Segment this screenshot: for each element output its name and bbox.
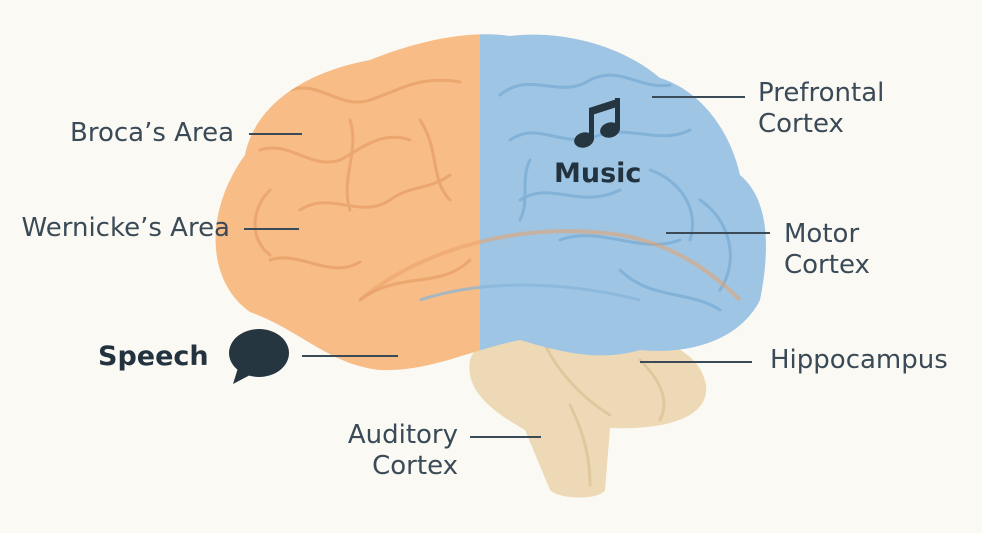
- label-motor-cortex-line2: Cortex: [784, 250, 870, 280]
- label-auditory-cortex: Auditory Cortex: [300, 420, 458, 482]
- label-speech: Speech: [98, 341, 209, 372]
- label-hippocampus: Hippocampus: [770, 345, 948, 375]
- label-brocas-area: Broca’s Area: [70, 118, 234, 148]
- label-music: Music: [554, 158, 642, 189]
- label-wernickes-area: Wernicke’s Area: [21, 213, 230, 243]
- label-prefrontal-cortex: Prefrontal Cortex: [758, 78, 884, 140]
- music-note-icon: [574, 98, 620, 148]
- label-auditory-cortex-line2: Cortex: [372, 451, 458, 481]
- label-auditory-cortex-line1: Auditory: [347, 420, 458, 450]
- speech-bubble-icon: [229, 329, 289, 384]
- leader-lines: [244, 96, 770, 438]
- label-prefrontal-cortex-line1: Prefrontal: [758, 78, 885, 108]
- label-prefrontal-cortex-line2: Cortex: [758, 109, 844, 139]
- label-motor-cortex: Motor Cortex: [784, 219, 870, 281]
- label-motor-cortex-line1: Motor: [784, 219, 860, 249]
